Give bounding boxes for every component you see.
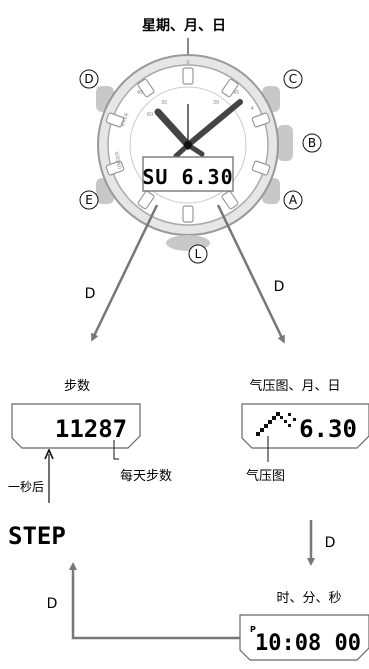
arrow-right-d-label: D xyxy=(274,279,285,295)
hour-indices xyxy=(105,67,271,223)
bezel-label-30: 30 xyxy=(161,100,167,106)
button-c-label: C xyxy=(289,72,297,86)
return-arrow xyxy=(69,562,240,640)
diagram-title: 星期、月、日 xyxy=(142,18,226,34)
one-second-label: 一秒后 xyxy=(8,480,44,494)
button-e-label: E xyxy=(85,193,93,207)
time-lcd-frame xyxy=(239,614,369,661)
button-labels: D C B A E L xyxy=(79,69,322,264)
step-callout-label: 每天步数 xyxy=(120,468,172,484)
step-heading: 步数 xyxy=(64,379,90,394)
barometer-lcd-frame xyxy=(241,403,369,449)
bezel-label-0: 0 xyxy=(186,60,189,66)
button-d-badge xyxy=(79,69,99,89)
hand-pivot xyxy=(184,141,192,149)
arrow-left-d-label: D xyxy=(85,286,96,302)
watch-lcd-window xyxy=(142,156,234,192)
watch-lcd-text: SU 6.30 xyxy=(142,165,233,189)
bezel-label-45: 45 xyxy=(137,90,143,96)
step-lcd-value: 11287 xyxy=(55,415,127,443)
time-pm-indicator: P xyxy=(250,625,256,634)
arrow-return-d-label: D xyxy=(47,596,58,612)
barometer-lcd-value: 6.30 xyxy=(299,415,357,443)
time-lcd-value: 10:08 00 xyxy=(255,631,361,656)
bezel-label-30-right: 30 xyxy=(213,100,219,106)
button-d-label: D xyxy=(84,72,93,86)
step-lcd-frame xyxy=(11,403,141,449)
barometer-graph xyxy=(256,412,296,436)
button-b-body xyxy=(277,125,293,161)
time-heading: 时、分、秒 xyxy=(276,591,341,606)
button-a-badge xyxy=(283,190,303,210)
arrow-down-d-label: D xyxy=(325,535,336,551)
step-title: STEP xyxy=(8,522,66,550)
barometer-heading: 气压图、月、日 xyxy=(249,378,340,394)
button-c-badge xyxy=(283,69,303,89)
watch-illustration: 0 45 30 60 OVER UNDER 30 45 4 SU 6.30 xyxy=(96,54,293,251)
bezel-label-45-right: 45 xyxy=(233,90,239,96)
button-l-label: L xyxy=(195,247,202,261)
arrow-to-step xyxy=(91,204,159,342)
button-a-label: A xyxy=(289,193,298,207)
bezel-label-4: 4 xyxy=(250,106,253,112)
button-l-badge xyxy=(188,244,208,264)
button-b-label: B xyxy=(308,136,316,150)
barometer-callout-label: 气压图 xyxy=(246,468,285,484)
button-b-badge xyxy=(302,133,322,153)
button-e-badge xyxy=(79,190,99,210)
bezel-label-60: 60 xyxy=(147,112,153,118)
hour-hand xyxy=(154,108,192,149)
arrow-to-barometer xyxy=(216,204,285,344)
step-callout-line xyxy=(113,440,119,460)
bezel-printing: 0 45 30 60 OVER UNDER 30 45 4 xyxy=(114,60,253,170)
bezel-label-over: OVER xyxy=(120,112,131,128)
minute-hand xyxy=(185,99,243,148)
bezel-label-under: UNDER xyxy=(114,150,123,169)
